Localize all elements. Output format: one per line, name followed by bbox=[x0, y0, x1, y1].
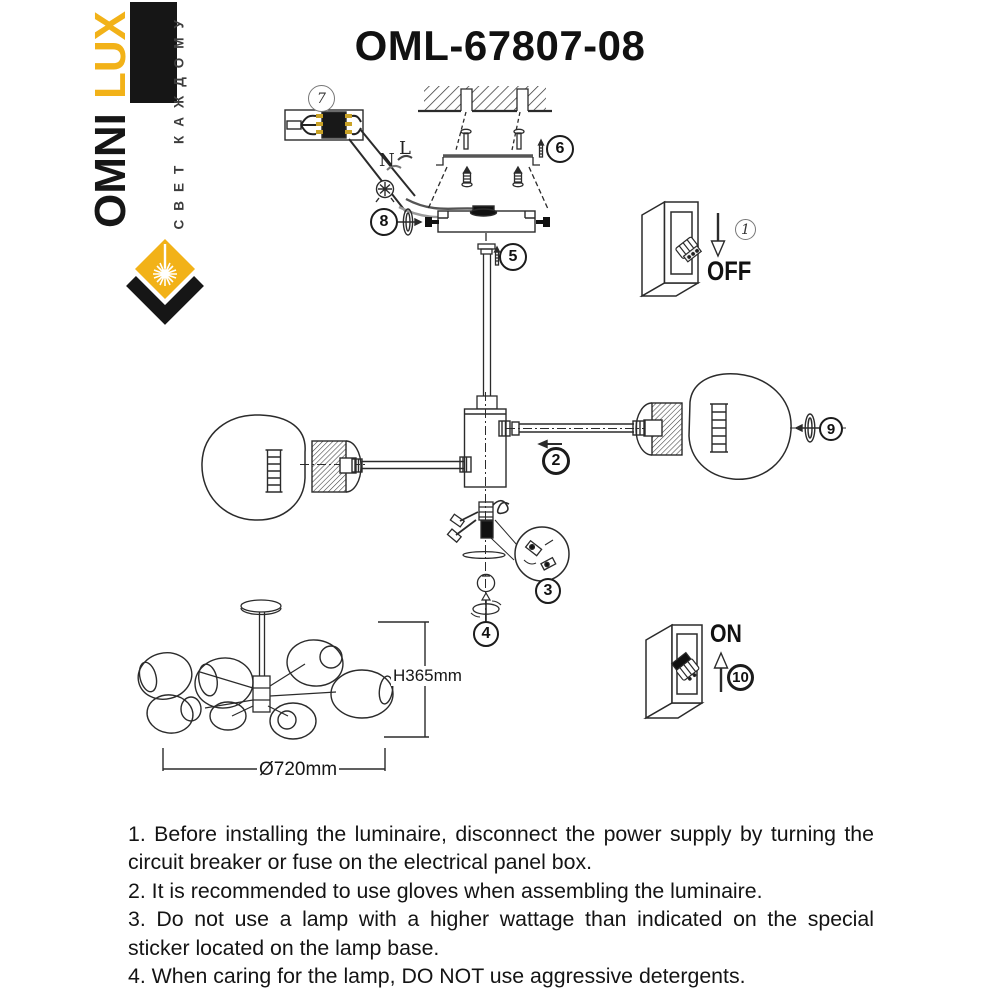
arrow-up-icon bbox=[713, 651, 729, 692]
screw-icon-6 bbox=[537, 138, 545, 158]
height-dimension: H365mm bbox=[391, 666, 464, 686]
callout-3: 3 bbox=[535, 578, 561, 604]
page-title: OML-67807-08 bbox=[354, 22, 646, 69]
instruction-item-2: 2. It is recommended to use gloves when … bbox=[128, 878, 763, 903]
inset-wires bbox=[300, 114, 362, 136]
diameter-dimension: Ø720mm bbox=[257, 759, 340, 781]
callout-6: 6 bbox=[546, 135, 574, 163]
canopy-side-bolts bbox=[425, 217, 550, 227]
washer-9 bbox=[794, 413, 823, 443]
overview-shades bbox=[137, 639, 394, 740]
overview-arms bbox=[199, 663, 337, 717]
on-label: ON bbox=[710, 620, 742, 648]
left-arm-assembly bbox=[201, 414, 464, 521]
left-shade-socket-ribs bbox=[265, 449, 283, 493]
callout-10: 10 bbox=[727, 664, 754, 691]
callout-5: 5 bbox=[499, 243, 527, 271]
callout-1: 1 bbox=[735, 219, 756, 240]
off-label: OFF bbox=[707, 256, 752, 286]
finial-nut-4 bbox=[470, 591, 502, 622]
neutral-wire-label: N bbox=[379, 150, 395, 171]
mounting-bracket bbox=[427, 111, 549, 210]
bracket-screws bbox=[461, 165, 524, 188]
finial-ball bbox=[476, 573, 496, 593]
callout-2: 2 bbox=[542, 447, 570, 475]
brand-omni: OMNI bbox=[86, 113, 135, 228]
brand-logo-diamond bbox=[126, 239, 204, 325]
breaker-box-off bbox=[639, 200, 726, 298]
left-shade bbox=[201, 414, 306, 521]
brand-lux-box: LUX bbox=[86, 2, 177, 103]
magnified-detail bbox=[514, 526, 570, 582]
instruction-item-1: 1. Before installing the luminaire, disc… bbox=[128, 822, 874, 875]
callout-9: 9 bbox=[819, 417, 843, 441]
coiled-wire bbox=[492, 499, 510, 515]
central-hub bbox=[459, 392, 511, 642]
hanging-rod bbox=[476, 233, 501, 410]
safety-instructions: 1. Before installing the luminaire, disc… bbox=[128, 820, 874, 991]
ground-screw-icon bbox=[375, 179, 395, 203]
chandelier-overview bbox=[137, 599, 394, 740]
live-wire-label: L bbox=[399, 138, 411, 159]
terminal-contacts bbox=[316, 114, 352, 134]
socket-detail bbox=[446, 499, 570, 622]
ceiling-section bbox=[418, 86, 552, 113]
callout-4: 4 bbox=[473, 621, 499, 647]
terminal-block-inset bbox=[284, 109, 416, 213]
breaker-box-on bbox=[643, 623, 729, 720]
hub-left-bolt bbox=[459, 456, 472, 473]
breaker-switch-on bbox=[670, 651, 700, 681]
right-shade-socket-ribs bbox=[710, 403, 728, 453]
callout-7: 7 bbox=[308, 85, 335, 112]
instruction-item-3: 3. Do not use a lamp with a higher watta… bbox=[128, 907, 874, 960]
anchor-screws bbox=[460, 128, 525, 150]
arrow-left-2 bbox=[537, 439, 562, 449]
canopy-plate bbox=[397, 205, 550, 236]
screw-icon-5 bbox=[493, 245, 501, 266]
instruction-item-4: 4. When caring for the lamp, DO NOT use … bbox=[128, 964, 746, 989]
right-shade bbox=[688, 373, 792, 480]
arrow-down-icon bbox=[710, 213, 726, 258]
glass-disc bbox=[462, 550, 506, 560]
washer-8 bbox=[397, 208, 423, 236]
breaker-switch bbox=[675, 236, 703, 263]
callout-8: 8 bbox=[370, 208, 398, 236]
